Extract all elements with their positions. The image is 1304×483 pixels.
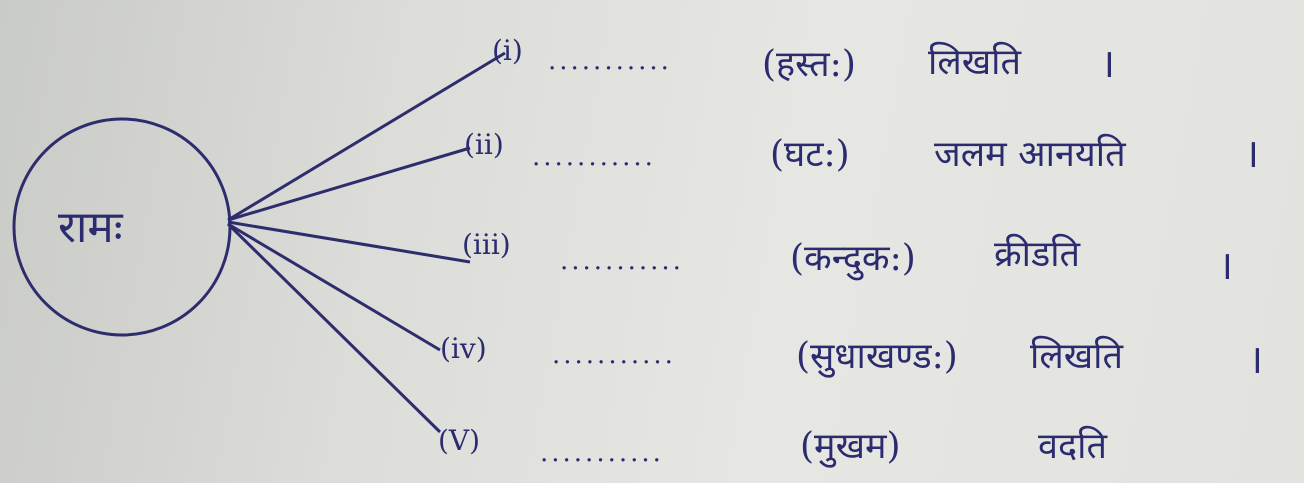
connector-line-5: [226, 222, 442, 434]
center-word: रामः: [58, 202, 123, 253]
row-3-blank: ...........: [560, 246, 684, 276]
row-5-verb: वदति: [1038, 426, 1107, 467]
row-4-noun: (सुधाखण्ड:): [796, 336, 958, 377]
row-2-noun: (घट:): [770, 134, 850, 175]
row-2-blank: ...........: [532, 142, 656, 172]
row-1-blank: ...........: [548, 46, 672, 76]
row-4-danda: ।: [1248, 337, 1264, 383]
row-2-verb: जलम आनयति: [934, 134, 1126, 175]
row-2-number: (ii): [464, 128, 504, 161]
row-3-number: (iii): [462, 228, 511, 261]
row-3-noun: (कन्दुक:): [790, 238, 916, 279]
row-1-verb: लिखति: [928, 42, 1022, 83]
row-3-verb: क्रीडति: [994, 234, 1081, 275]
row-1-danda: ।: [1100, 41, 1116, 87]
connector-line-4: [227, 222, 441, 352]
row-2-danda: ।: [1244, 131, 1260, 177]
connector-line-2: [227, 146, 471, 222]
connector-line-1: [227, 51, 506, 222]
row-5-noun: (मुखम): [800, 426, 901, 467]
connector-line-3: [227, 220, 471, 264]
row-4-blank: ...........: [552, 340, 676, 370]
row-5-number: (V): [438, 424, 481, 457]
row-3-danda: ।: [1218, 243, 1234, 289]
row-4-number: (iv): [440, 332, 487, 365]
row-1-noun: (हस्त:): [762, 44, 856, 85]
row-5-blank: ...........: [540, 438, 664, 468]
row-4-verb: लिखति: [1030, 336, 1124, 377]
row-1-number: (i): [492, 34, 523, 67]
